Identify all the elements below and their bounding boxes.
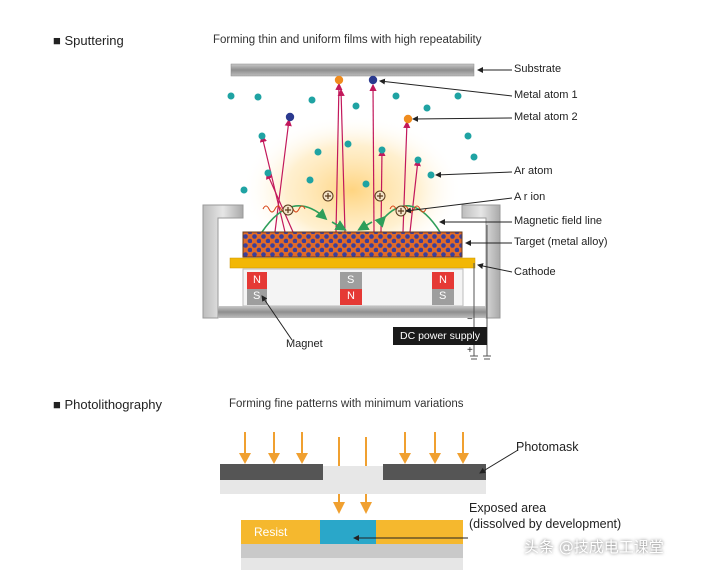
label-substrate: Substrate <box>514 63 562 75</box>
magnet-left <box>247 272 267 305</box>
label-magnet: Magnet <box>286 338 323 350</box>
magnet-left-bottom: S <box>253 290 261 302</box>
magnet-middle-top: S <box>347 274 355 286</box>
label-dc-power-supply: DC power supply <box>393 327 487 345</box>
label-exposed-area: Exposed area <box>469 501 547 515</box>
label-target: Target (metal alloy) <box>514 236 608 248</box>
metal-atoms-2 <box>334 75 413 124</box>
magnet-middle <box>340 272 362 305</box>
magnet-right-bottom: S <box>439 290 447 302</box>
metal-atoms-1 <box>285 75 378 122</box>
sputtering-subtitle: Forming thin and uniform films with high… <box>213 34 482 46</box>
photolithography-figure <box>220 432 519 570</box>
mask-chrome-right <box>383 464 486 480</box>
label-resist: Resist <box>254 525 288 539</box>
photolithography-title: ■ Photolithography <box>53 397 163 412</box>
polarity-plus: + <box>467 345 473 356</box>
chamber-wall-left <box>202 204 244 319</box>
sputtering-title: ■ Sputtering <box>53 33 124 48</box>
resist-left <box>241 520 320 544</box>
exposed-area-block <box>320 520 376 544</box>
label-exposed-area-note: (dissolved by development) <box>469 517 622 531</box>
label-magnetic-field-line: Magnetic field line <box>514 215 603 227</box>
plasma-glow <box>242 115 462 265</box>
cathode-plate <box>229 257 476 269</box>
resist-right <box>376 520 463 544</box>
magnet-right <box>432 272 454 305</box>
ar-atoms <box>227 92 478 194</box>
label-ar-atom: Ar atom <box>514 165 553 177</box>
label-ar-ion: A r ion <box>514 191 546 203</box>
magnet-left-top: N <box>253 274 261 286</box>
chamber-floor <box>218 306 486 318</box>
wafer-layer <box>241 544 463 558</box>
substrate-plate <box>230 63 475 77</box>
label-cathode: Cathode <box>514 266 556 278</box>
magnet-right-top: N <box>439 274 447 286</box>
label-metal-atom-1: Metal atom 1 <box>514 89 578 101</box>
target-plate <box>242 231 463 258</box>
photolithography-subtitle: Forming fine patterns with minimum varia… <box>229 398 464 410</box>
chamber-wall-right <box>461 204 501 319</box>
watermark-text: 头条 @技成电工课堂 <box>524 538 664 556</box>
magnetic-field-lines <box>261 205 441 233</box>
polarity-minus: − <box>467 314 473 325</box>
magnet-middle-bottom: N <box>347 290 355 302</box>
mask-chrome-left <box>220 464 323 480</box>
wafer-base <box>241 558 463 570</box>
label-photomask: Photomask <box>516 440 579 454</box>
sputtering-leaders <box>261 67 513 341</box>
label-metal-atom-2: Metal atom 2 <box>514 111 578 123</box>
